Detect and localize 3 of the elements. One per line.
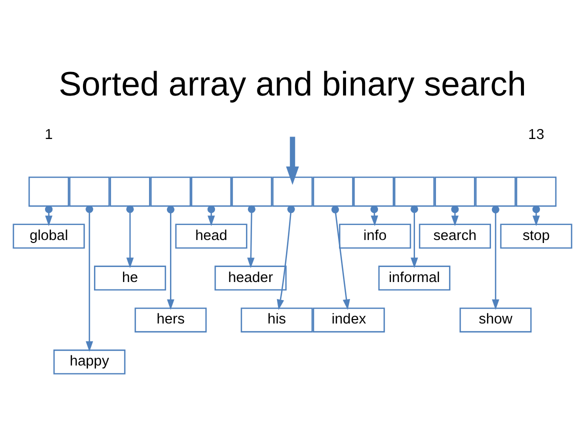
diagram-title: Sorted array and binary search	[58, 65, 526, 104]
label: 1	[44, 126, 53, 142]
label: 13	[528, 126, 544, 142]
